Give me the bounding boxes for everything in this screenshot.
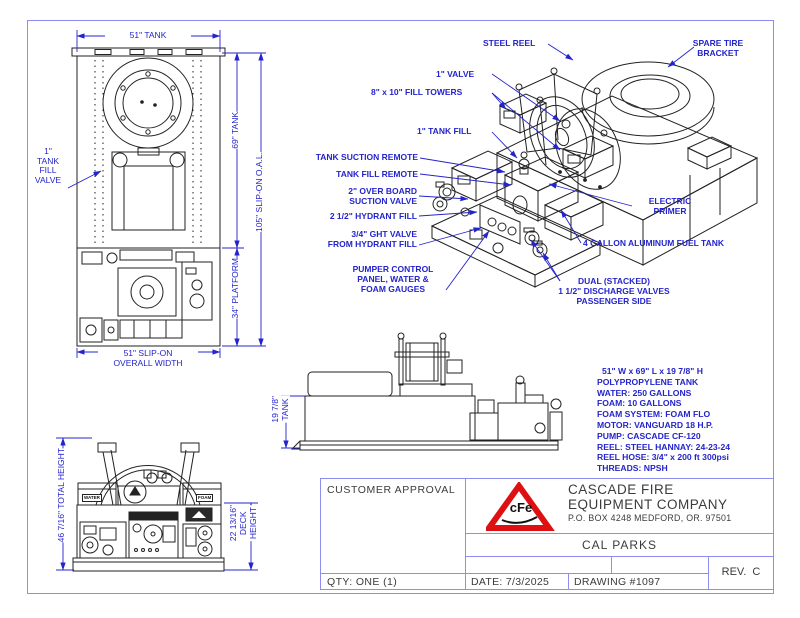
dim-tank-height: 19 7/8" TANK [270,396,290,423]
callout-steel-reel: STEEL REEL [483,38,536,48]
callout-discharge-valves: DUAL (STACKED) 1 1/2" DISCHARGE VALVES P… [558,276,670,306]
iso-view-geometry [430,61,759,288]
top-view-geometry [71,47,226,347]
sheet-border [27,20,774,594]
customer-name-cell: CAL PARKS [465,533,774,557]
dim-tank-width: 51" TANK [105,30,191,41]
callout-ght-valve: 3/4" GHT VALVE FROM HYDRANT FILL [327,229,417,249]
dim-tank-length: 69" TANK [230,112,240,149]
callout-fill-towers: 8" x 10" FILL TOWERS [371,87,463,97]
callout-pumper-control: PUMPER CONTROL PANEL, WATER & FOAM GAUGE… [352,264,434,294]
customer-approval-label: CUSTOMER APPROVAL [327,484,456,496]
callout-electric-primer: ELECTRIC PRIMER [648,196,692,216]
cfe-logo-text: cFe [509,500,533,515]
revision-cell: REV. C [708,556,774,590]
spec-line: REEL: STEEL HANNAY: 24-23-24 [597,441,731,452]
spec-line: PUMP: CASCADE CF-120 [597,430,701,441]
spec-line: POLYPROPYLENE TANK [597,376,699,387]
cfe-logo-triangle [486,482,555,531]
side-view-geometry [290,332,563,451]
callout-1in-valve: 1" VALVE [436,69,475,79]
label-foam: FOAM [196,494,214,502]
callout-tank-fill-remote: TANK FILL REMOTE [336,169,418,179]
company-cell: cFe CASCADE FIRE EQUIPMENT COMPANY P.O. … [465,478,774,534]
empty-cell-a [465,556,612,574]
dim-deck-height: 22 13/16" DECK HEIGHT [228,505,258,542]
customer-name: CAL PARKS [581,538,658,552]
label-tank-fill-valve: 1" TANK FILL VALVE [34,146,62,185]
spec-line: FOAM: 10 GALLONS [597,398,682,409]
callout-fuel-tank: 4 GALLON ALUMINUM FUEL TANK [583,238,725,248]
spec-line: WATER: 250 GALLONS [597,387,692,398]
callout-overboard-suction: 2" OVER BOARD SUCTION VALVE [348,186,417,206]
empty-cell-b [611,556,709,574]
spec-line: REEL HOSE: 3/4" x 200 ft 300psi [597,452,729,463]
drawing-number: DRAWING #1097 [574,576,661,588]
front-view-dimensions [56,437,258,571]
dim-platform: 34" PLATFORM [230,258,240,319]
qty-value: QTY: ONE (1) [327,576,398,588]
dim-overall-length: 105" SLIP-ON O.A.L. [254,152,264,233]
spec-line: 51" W x 69" L x 19 7/8" H [602,366,703,376]
customer-approval-cell: CUSTOMER APPROVAL [320,478,466,574]
spec-line: MOTOR: VANGUARD 18 H.P. [597,419,714,430]
drawing-number-cell: DRAWING #1097 [568,573,709,590]
callout-tank-suction-remote: TANK SUCTION REMOTE [315,152,418,162]
dim-overall-width: 51" SLIP-ON OVERALL WIDTH [98,348,198,368]
company-name-line2: EQUIPMENT COMPANY [568,497,728,512]
dim-total-height: 46 7/16" TOTAL HEIGHT [56,448,66,543]
label-water: WATER [82,494,102,502]
callout-1in-tank-fill: 1" TANK FILL [417,126,472,136]
spec-line: FOAM SYSTEM: FOAM FLO [597,409,711,420]
revision-value: REV. C [721,566,761,578]
company-address: P.O. BOX 4248 MEDFORD, OR. 97501 [568,513,732,523]
date-value: DATE: 7/3/2025 [471,576,550,588]
callout-hydrant-fill: 2 1/2" HYDRANT FILL [329,211,417,221]
front-view-geometry [72,442,225,572]
qty-cell: QTY: ONE (1) [320,573,466,590]
spec-line: THREADS: NPSH [597,463,668,474]
date-cell: DATE: 7/3/2025 [465,573,569,590]
company-name-line1: CASCADE FIRE [568,482,674,497]
spec-block: 51" W x 69" L x 19 7/8" H POLYPROPYLENE … [597,366,777,474]
callout-spare-tire-bracket: SPARE TIRE BRACKET [692,38,744,58]
iso-view-leaders [418,43,695,291]
